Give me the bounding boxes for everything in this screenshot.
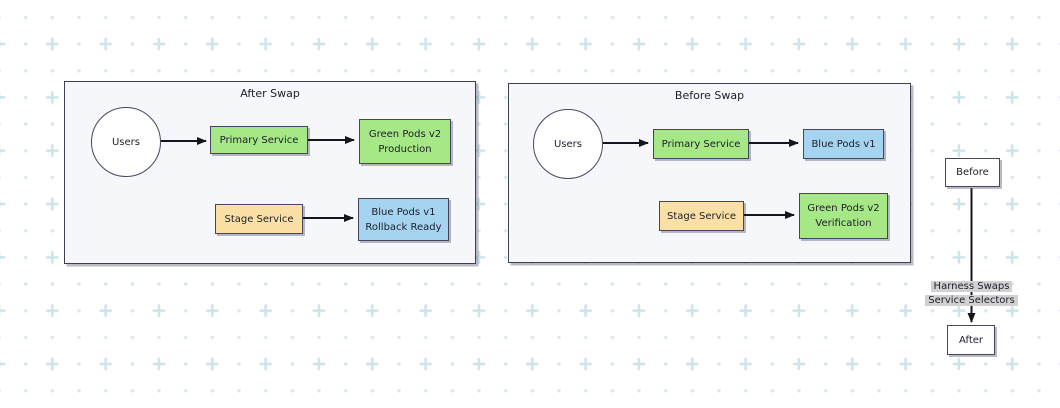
stage-service-label: Stage Service: [666, 210, 737, 222]
swap-edge-label-text: Harness Swaps Service Selectors: [925, 281, 1018, 306]
users-node-label: Users: [111, 136, 140, 148]
users-node: Users: [91, 107, 161, 177]
blue-pods-rollback-label: Blue Pods v1 Rollback Ready: [365, 206, 442, 233]
panel-before-swap: Before Swap Users Primary Service Blue P…: [508, 83, 911, 263]
primary-service-label: Primary Service: [661, 138, 741, 150]
stage-service-label: Stage Service: [224, 213, 294, 225]
green-pods-verification-node: Green Pods v2 Verification: [799, 193, 888, 239]
blue-pods-rollback-node: Blue Pods v1 Rollback Ready: [358, 198, 449, 241]
users-node: Users: [533, 109, 603, 179]
panel-after-swap-title: After Swap: [240, 87, 300, 100]
before-state-node: Before: [945, 158, 1000, 187]
blue-pods-v1-label: Blue Pods v1: [811, 138, 876, 150]
primary-service-node: Primary Service: [210, 126, 308, 154]
panel-before-swap-title: Before Swap: [674, 89, 745, 102]
users-node-label: Users: [553, 138, 582, 150]
green-pods-production-node: Green Pods v2 Production: [359, 119, 451, 164]
green-pods-production-label: Green Pods v2 Production: [368, 128, 442, 155]
stage-service-node: Stage Service: [659, 201, 744, 231]
swap-edge-label: Harness Swaps Service Selectors: [911, 280, 1032, 308]
stage-service-node: Stage Service: [215, 204, 303, 234]
after-state-label: After: [958, 334, 983, 346]
after-state-node: After: [947, 325, 995, 355]
primary-service-label: Primary Service: [219, 134, 299, 146]
panel-after-swap: After Swap Users Primary Service Green P…: [64, 81, 476, 264]
primary-service-node: Primary Service: [653, 129, 749, 159]
green-pods-verification-label: Green Pods v2 Verification: [807, 203, 880, 229]
blue-pods-v1-node: Blue Pods v1: [803, 129, 884, 159]
before-state-label: Before: [956, 167, 989, 178]
